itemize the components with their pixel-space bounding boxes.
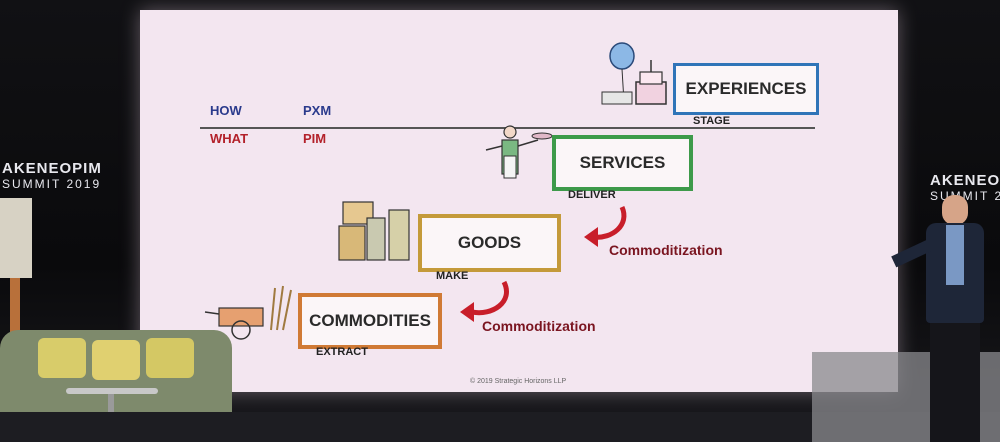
boxes-cans-illustration (338, 201, 410, 261)
extract-label: EXTRACT (316, 346, 368, 358)
event-logo-line1-right: AKENEOPIM (930, 172, 1000, 189)
commoditization-arrow-icon-2 (460, 280, 509, 322)
stage-label: STAGE (693, 115, 731, 127)
pxm-label: PXM (303, 103, 332, 118)
deliver-label: DELIVER (568, 189, 616, 201)
experiences-box: EXPERIENCES (673, 63, 819, 115)
how-label: HOW (210, 103, 242, 118)
pim-label: PIM (303, 131, 327, 146)
waiter-illustration (485, 125, 553, 179)
floor-lamp (0, 198, 32, 278)
make-label: MAKE (436, 270, 469, 282)
goods-box: GOODS (418, 214, 561, 272)
presenter (890, 195, 990, 442)
copyright-text: © 2019 Strategic Horizons LLP (470, 378, 567, 385)
commoditization-arrow-icon (584, 205, 627, 247)
pillow-3 (146, 338, 194, 378)
lamp-base (10, 278, 20, 338)
event-logo-line2: SUMMIT 2019 (2, 177, 102, 191)
what-label: WHAT (210, 131, 249, 146)
commoditization-label-1: Commoditization (609, 242, 723, 258)
commodities-box: COMMODITIES (298, 293, 442, 349)
services-box: SERVICES (552, 135, 693, 191)
side-table (66, 388, 158, 394)
pillow-2 (92, 340, 140, 380)
pillow-1 (38, 338, 86, 378)
wheat-cart-illustration (204, 285, 292, 340)
event-logo-line1: AKENEOPIM (2, 160, 102, 177)
event-logo-left: AKENEOPIM SUMMIT 2019 (2, 160, 102, 191)
cake-balloon-illustration (601, 42, 667, 105)
commoditization-label-2: Commoditization (482, 318, 596, 334)
